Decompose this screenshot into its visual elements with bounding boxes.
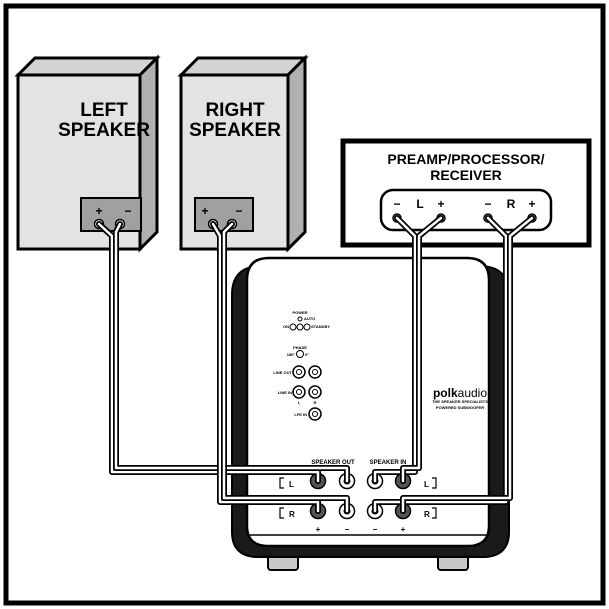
- phase-0-label: 0°: [305, 352, 309, 357]
- line-in-r-jack-center: [312, 389, 318, 395]
- speaker-in-plus-label: +: [401, 525, 406, 534]
- line-in-label: LINE IN: [278, 390, 292, 395]
- speaker-out-r-label: R: [289, 510, 295, 519]
- right-speaker-label-line2: SPEAKER: [189, 120, 281, 141]
- power-auto-led: [297, 316, 303, 322]
- right-speaker-plus-label: +: [201, 204, 208, 218]
- subwoofer: POWER AUTO ON STANDBY PHASE 180° 0° LINE…: [231, 256, 510, 571]
- right-speaker-label-line1: RIGHT: [205, 100, 265, 121]
- speaker-out-plus-label: +: [316, 525, 321, 534]
- right-speaker-top: [177, 56, 309, 77]
- power-standby-indicator: [303, 323, 311, 331]
- speaker-in-minus-label: −: [373, 525, 378, 534]
- speaker-out-l-bracket: [279, 477, 284, 489]
- power-label: POWER: [292, 310, 307, 315]
- left-speaker: LEFT SPEAKER + −: [14, 54, 161, 253]
- speaker-in-r-label: R: [424, 510, 430, 519]
- receiver-l-label: L: [416, 197, 423, 211]
- receiver: PREAMP/PROCESSOR/ RECEIVER − L + − R +: [340, 138, 592, 248]
- model-label: POWERED SUBWOOFER: [436, 405, 484, 410]
- left-speaker-side: [138, 54, 159, 253]
- phase-180-label: 180°: [287, 352, 296, 357]
- power-switch: [296, 323, 304, 331]
- power-auto-label: AUTO: [304, 316, 315, 321]
- line-in-l-jack-center: [296, 389, 302, 395]
- receiver-l-minus-label: −: [393, 197, 400, 211]
- left-speaker-top: [14, 56, 161, 77]
- lfe-in-jack-center: [312, 411, 318, 417]
- power-on-label: ON: [283, 324, 289, 329]
- line-out-r-jack-center: [312, 369, 318, 375]
- speaker-out-minus-label: −: [345, 525, 350, 534]
- brand-logo-light: audio: [458, 386, 488, 400]
- speaker-in-l-bracket: [432, 477, 437, 489]
- line-in-r-channel-label: R: [314, 400, 317, 405]
- line-out-label: LINE OUT: [273, 370, 292, 375]
- receiver-left-cable: [372, 215, 444, 484]
- left-speaker-label-line2: SPEAKER: [58, 120, 150, 141]
- receiver-r-plus-label: +: [528, 197, 535, 211]
- speaker-cables: [96, 215, 535, 514]
- power-standby-label: STANDBY: [311, 324, 330, 329]
- speaker-in-l-label: L: [424, 480, 429, 489]
- receiver-terminal-panel: [379, 188, 553, 232]
- speaker-out-label: SPEAKER OUT: [311, 460, 355, 466]
- left-speaker-cable: [96, 221, 350, 484]
- power-on-indicator: [289, 323, 297, 331]
- receiver-r-minus-label: −: [484, 197, 491, 211]
- brand-tagline: THE SPEAKER SPECIALISTS: [432, 399, 488, 404]
- line-in-l-channel-label: L: [298, 400, 301, 405]
- receiver-r-label: R: [507, 197, 516, 211]
- receiver-title-line2: RECEIVER: [430, 167, 502, 183]
- right-speaker-minus-label: −: [235, 204, 242, 218]
- lfe-in-label: LFE IN: [294, 412, 307, 417]
- brand-logo-bold: polk: [433, 386, 458, 400]
- phase-label: PHASE: [293, 345, 307, 350]
- right-speaker-side: [286, 54, 307, 253]
- left-speaker-minus-label: −: [124, 204, 131, 218]
- speaker-in-label: SPEAKER IN: [370, 460, 407, 466]
- receiver-title-line1: PREAMP/PROCESSOR/: [387, 151, 544, 167]
- receiver-right-cable: [372, 215, 535, 514]
- left-speaker-label-line1: LEFT: [80, 100, 128, 121]
- speaker-out-l-label: L: [289, 480, 294, 489]
- left-speaker-terminal-plate: [80, 197, 142, 232]
- line-out-l-jack-center: [296, 369, 302, 375]
- brand-logo: polkaudio: [433, 386, 487, 400]
- right-speaker-cable: [210, 221, 350, 514]
- speaker-out-r-bracket: [279, 507, 284, 519]
- left-speaker-plus-label: +: [95, 204, 102, 218]
- speaker-in-r-bracket: [432, 507, 437, 519]
- receiver-l-plus-label: +: [437, 197, 444, 211]
- right-speaker: RIGHT SPEAKER + −: [177, 54, 309, 253]
- phase-switch: [296, 350, 304, 358]
